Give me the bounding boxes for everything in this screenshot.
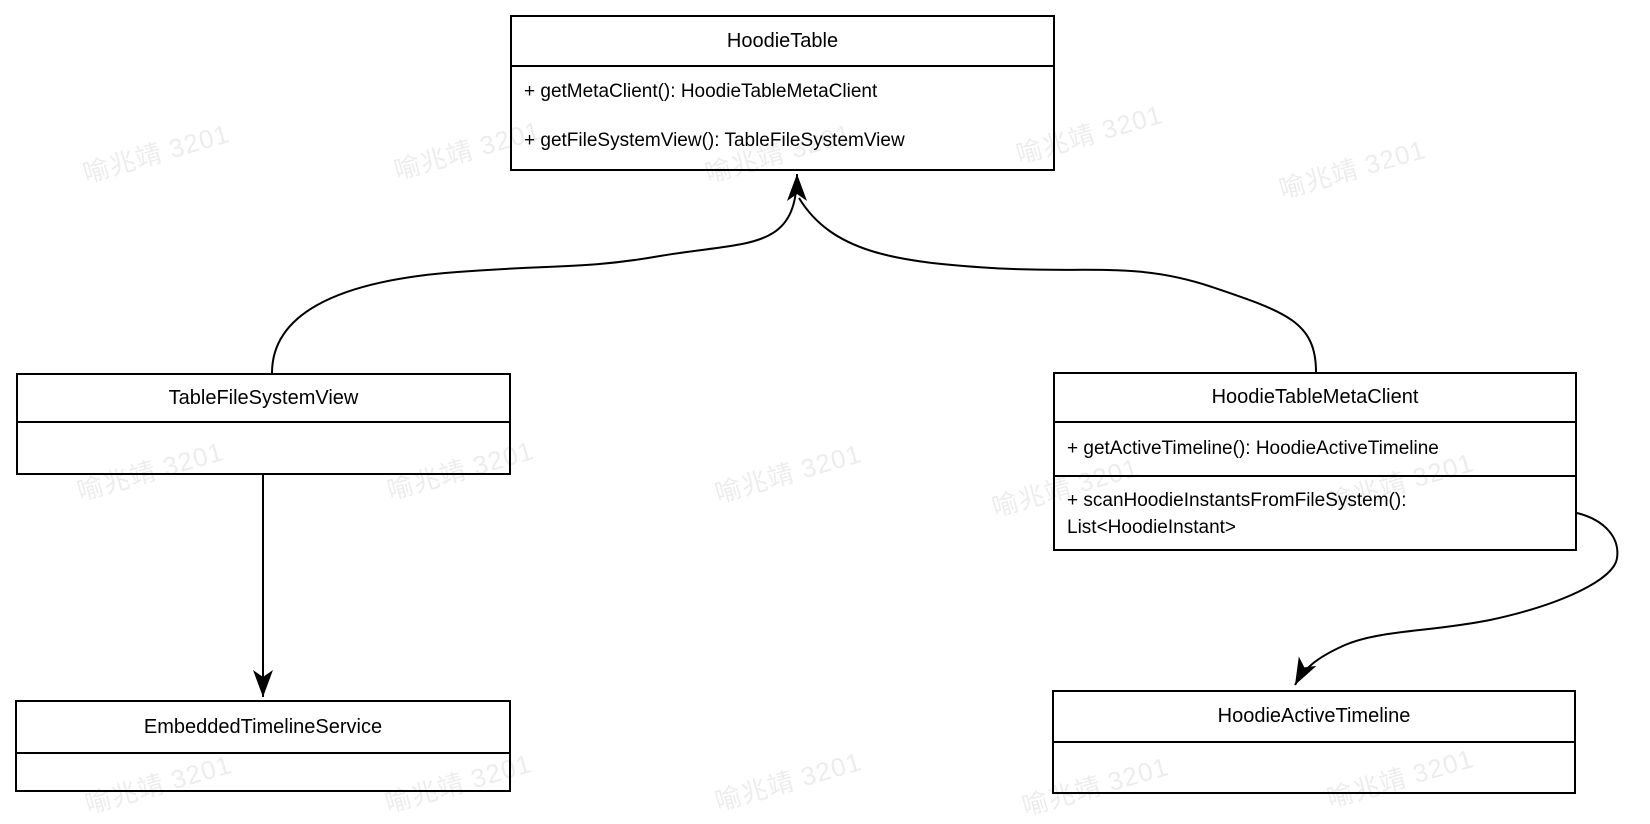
class-hoodieactivetimeline: HoodieActiveTimeline xyxy=(1052,690,1576,794)
class-tablefilesystemview: TableFileSystemView xyxy=(16,373,511,475)
edge-hoodietablemetaclient-to-hoodietable xyxy=(798,197,1317,373)
watermark-text: 喻兆靖 3201 xyxy=(79,118,234,189)
class-embeddedtimelineservice-empty-compartment xyxy=(17,754,509,790)
class-hoodietablemetaclient-title: HoodieTableMetaClient xyxy=(1055,374,1575,423)
class-hoodieactivetimeline-empty-compartment xyxy=(1054,743,1574,792)
class-tablefilesystemview-title: TableFileSystemView xyxy=(18,375,509,423)
class-hoodietable-method-getmetaclient: + getMetaClient(): HoodieTableMetaClient xyxy=(524,80,878,102)
class-tablefilesystemview-empty-compartment xyxy=(18,423,509,473)
class-hoodietablemetaclient-method-getactivetimeline: + getActiveTimeline(): HoodieActiveTimel… xyxy=(1055,423,1575,477)
class-hoodietable-title: HoodieTable xyxy=(512,17,1053,67)
watermark-text: 喻兆靖 3201 xyxy=(711,438,866,509)
class-hoodietable-method-getfilesystemview: + getFileSystemView(): TableFileSystemVi… xyxy=(524,129,905,151)
watermark-text: 喻兆靖 3201 xyxy=(711,746,866,817)
class-hoodietablemetaclient: HoodieTableMetaClient + getActiveTimelin… xyxy=(1053,372,1577,551)
class-hoodietablemetaclient-method-scanhoodieinstants: + scanHoodieInstantsFromFileSystem(): Li… xyxy=(1067,490,1407,538)
class-embeddedtimelineservice: EmbeddedTimelineService xyxy=(15,700,511,792)
watermark-text: 喻兆靖 3201 xyxy=(1275,134,1430,205)
class-hoodietable: HoodieTable + getMetaClient(): HoodieTab… xyxy=(510,15,1055,171)
class-hoodieactivetimeline-title: HoodieActiveTimeline xyxy=(1054,692,1574,743)
class-embeddedtimelineservice-title: EmbeddedTimelineService xyxy=(17,702,509,754)
edge-tablefilesystemview-to-hoodietable xyxy=(271,173,807,374)
